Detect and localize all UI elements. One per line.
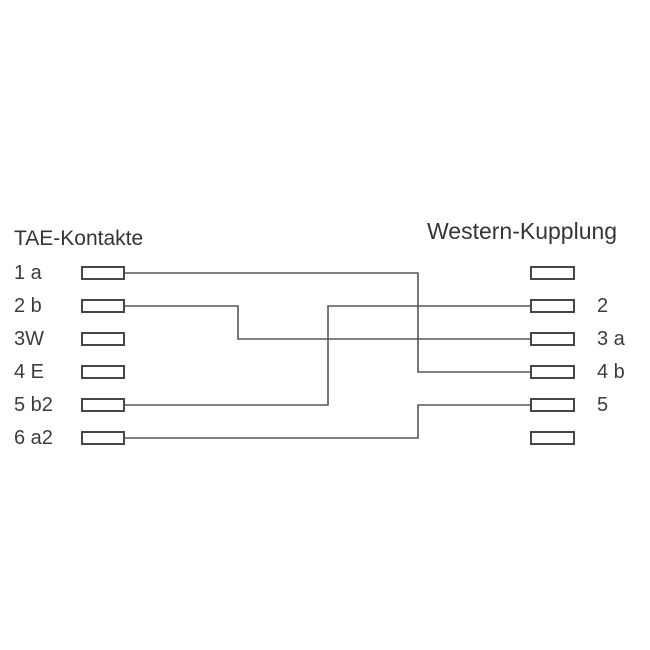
wire-2b-to-3a: [125, 305, 530, 340]
western-pin-contact-5: [530, 398, 575, 412]
tae-pin-label-5: 5 b2: [14, 394, 53, 416]
western-pin-label-5: 5: [597, 394, 609, 416]
tae-pin-contact-3: [81, 332, 125, 346]
tae-pin-contact-6: [81, 431, 125, 445]
tae-pin-contact-5: [81, 398, 125, 412]
western-pin-label-3: 3 a: [597, 328, 625, 350]
tae-pin-contact-1: [81, 266, 125, 280]
western-pin-label-4: 4 b: [597, 361, 625, 383]
western-pin-contact-1: [530, 266, 575, 280]
western-kupplung-heading: Western-Kupplung: [427, 218, 618, 244]
western-pin-contact-6: [530, 431, 575, 445]
wire-1a-to-4b: [125, 272, 530, 373]
tae-pin-contact-4: [81, 365, 125, 379]
western-pin-contact-4: [530, 365, 575, 379]
tae-pin-label-6: 6 a2: [14, 427, 53, 449]
tae-pin-label-2: 2 b: [14, 295, 42, 317]
wire-5b2-to-2: [125, 305, 530, 406]
tae-pin-label-1: 1 a: [14, 262, 42, 284]
western-pin-label-2: 2: [597, 295, 609, 317]
tae-pin-contact-2: [81, 299, 125, 313]
western-pin-contact-3: [530, 332, 575, 346]
wire-6a2-to-5: [125, 404, 530, 439]
tae-pin-label-4: 4 E: [14, 361, 45, 383]
western-pin-contact-2: [530, 299, 575, 313]
tae-pin-label-3: 3W: [14, 328, 44, 350]
tae-kontakte-heading: TAE-Kontakte: [14, 227, 144, 250]
